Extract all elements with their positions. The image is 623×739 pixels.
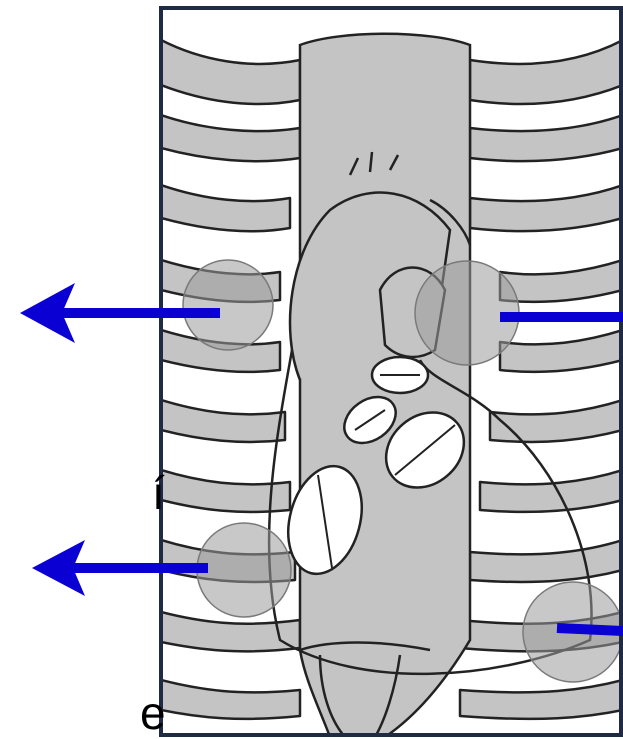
chest-illustration (161, 8, 623, 737)
label-fragment: í (152, 470, 165, 516)
arrow-right-icon (557, 628, 623, 631)
auscultation-area-icon (183, 260, 273, 350)
auscultation-area-icon (197, 523, 291, 617)
label-fragment: e (140, 690, 166, 736)
